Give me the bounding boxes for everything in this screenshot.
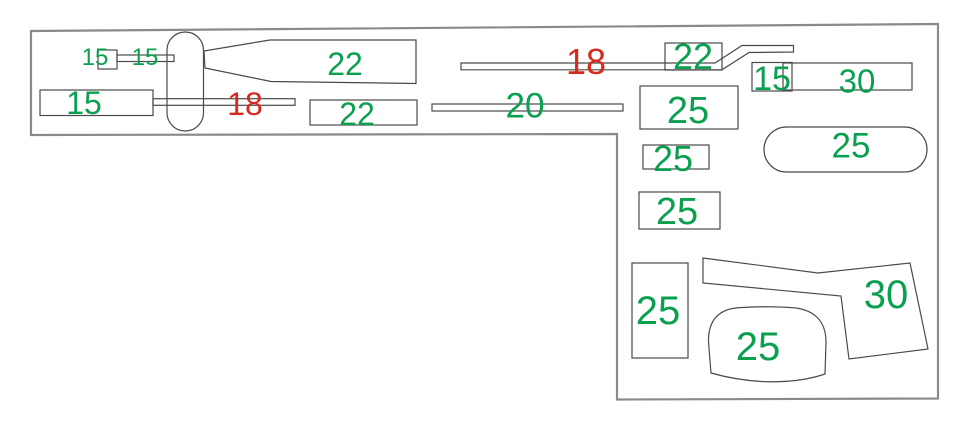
zone-label-15-a: 15 [81,44,109,71]
zone-25-rect-4 [631,262,689,359]
zone-30-polygon [702,257,929,360]
zone-label-20: 20 [505,86,545,126]
outer-boundary [29,22,940,401]
zone-label-15-c: 15 [66,85,102,121]
zone-label-18-a: 18 [227,86,263,122]
zone-label-15-d: 15 [753,60,791,98]
zone-label-15-b: 15 [131,44,159,71]
zone-label-25-e: 25 [635,289,681,333]
bar-18-left [152,98,296,106]
zone-label-30-b: 30 [863,273,909,317]
bar-20 [431,103,624,112]
zone-label-25-d: 25 [831,126,871,166]
zone-15-small-rect [751,61,793,92]
zone-22-small-rect [664,42,723,71]
zone-label-25-f: 25 [735,325,781,369]
zone-label-22-b: 22 [339,96,375,132]
zone-label-25-a: 25 [666,90,710,132]
bent-pipe-18 [460,44,795,71]
zone-25-rect-3 [638,191,721,230]
zone-label-22-a: 22 [327,46,363,82]
zone-25-oval [763,126,928,173]
zone-label-25-c: 25 [655,191,699,233]
zone-label-30-a: 30 [838,62,876,100]
zone-label-18-b: 18 [565,41,607,82]
zone-22-funnel [203,39,417,85]
zone-label-22-c: 22 [672,36,714,77]
zone-25-rect-2 [642,144,710,170]
zone-30-rect [782,62,913,91]
zone-label-25-b: 25 [652,138,694,179]
connector-bar-top [116,54,175,63]
zone-25-rect-1 [639,85,739,130]
zone-22-rect [309,99,418,126]
capsule-tank [166,31,205,132]
zone-25-dome [707,306,827,383]
